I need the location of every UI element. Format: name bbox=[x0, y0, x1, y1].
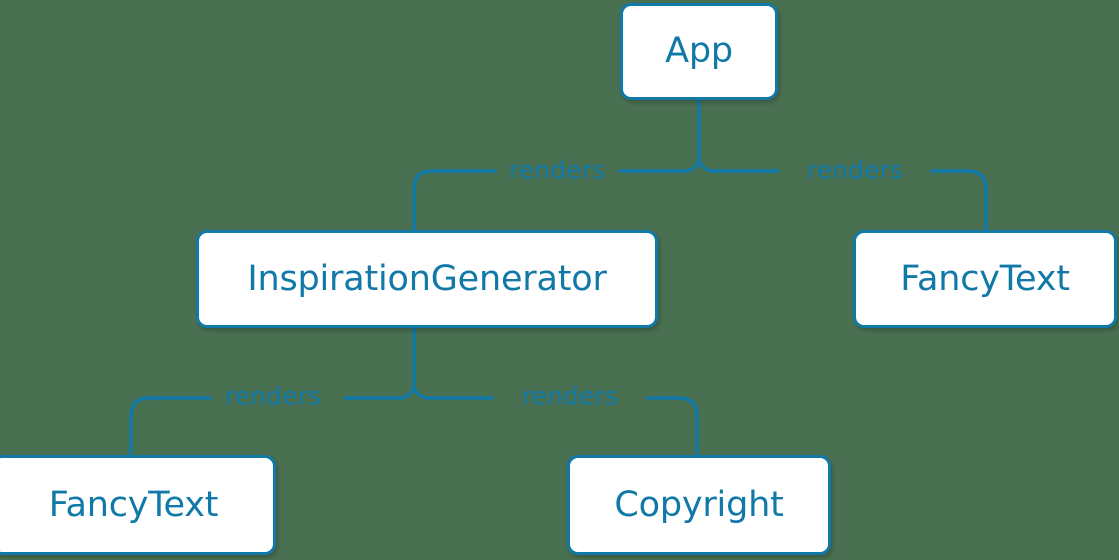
node-fancytext-right[interactable]: FancyText bbox=[853, 230, 1117, 328]
node-app-label: App bbox=[665, 31, 733, 71]
node-fancytext-right-label: FancyText bbox=[900, 258, 1070, 299]
edge-inspirationgenerator-to-fancytext bbox=[343, 385, 416, 400]
edge-app-to-fancytext-2 bbox=[930, 169, 988, 232]
edge-inspirationgenerator-to-fancytext-2 bbox=[129, 396, 212, 457]
edge-app-to-inspirationgenerator bbox=[618, 158, 701, 173]
edge-label-app-inspirationgenerator: renders bbox=[508, 155, 606, 185]
edge-label-inspirationgenerator-copyright: renders bbox=[521, 381, 619, 411]
edge-inspirationgenerator-to-copyright-2 bbox=[646, 396, 699, 457]
edge-inspirationgenerator-to-copyright bbox=[412, 385, 494, 400]
node-copyright[interactable]: Copyright bbox=[567, 455, 831, 555]
edge-app-to-fancytext bbox=[697, 158, 780, 173]
node-inspirationgenerator[interactable]: InspirationGenerator bbox=[196, 230, 658, 328]
node-fancytext-bottom[interactable]: FancyText bbox=[0, 455, 276, 555]
node-copyright-label: Copyright bbox=[614, 484, 784, 525]
node-inspirationgenerator-label: InspirationGenerator bbox=[247, 258, 607, 299]
edge-label-app-fancytext: renders bbox=[806, 155, 904, 185]
edge-app-to-inspirationgenerator-2 bbox=[412, 169, 497, 232]
edge-label-inspirationgenerator-fancytext: renders bbox=[224, 381, 322, 411]
node-app[interactable]: App bbox=[620, 3, 778, 100]
node-fancytext-bottom-label: FancyText bbox=[48, 484, 219, 525]
